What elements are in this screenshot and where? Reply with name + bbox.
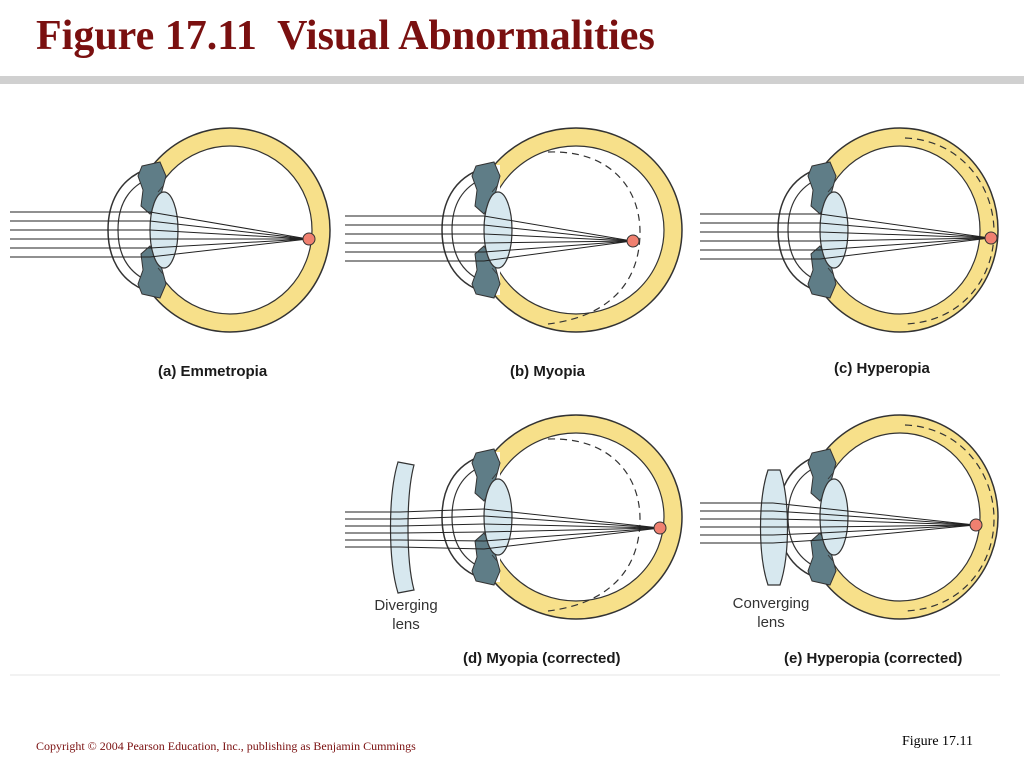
- light-rays: [700, 213, 991, 260]
- diverging-lens-label-line2: lens: [392, 616, 420, 633]
- figure-number-label: Figure 17.11: [902, 734, 974, 749]
- panel-b-myopia: (b) Myopia: [345, 127, 683, 380]
- panel-d-myopia-corrected: Diverging lens (d) Myopia (corrected): [345, 414, 683, 667]
- title-divider: [0, 76, 1024, 84]
- light-rays: [10, 211, 309, 258]
- slide-title: Figure 17.11 Visual Abnormalities: [36, 13, 655, 59]
- visual-abnormalities-figure: (a) Emmetropia (b) Myopia: [10, 127, 1000, 676]
- converging-lens-label-line2: lens: [757, 614, 785, 631]
- panel-e-caption: (e) Hyperopia (corrected): [784, 650, 962, 667]
- diverging-lens: [389, 461, 415, 594]
- panel-a-caption: (a) Emmetropia: [158, 363, 268, 380]
- panel-a-emmetropia: (a) Emmetropia: [10, 127, 331, 380]
- focal-point-marker: [626, 234, 640, 248]
- light-rays: [345, 508, 661, 550]
- light-rays: [345, 215, 633, 262]
- diverging-lens-label-line1: Diverging: [374, 597, 437, 614]
- copyright-notice: Copyright © 2004 Pearson Education, Inc.…: [36, 739, 416, 753]
- focal-point-marker: [653, 521, 667, 535]
- focal-point-marker: [984, 231, 998, 245]
- focal-point-marker: [969, 518, 983, 532]
- light-rays: [700, 502, 976, 544]
- panel-e-hyperopia-corrected: Converging lens (e) Hyperopia (corrected…: [700, 414, 999, 667]
- panel-d-caption: (d) Myopia (corrected): [463, 650, 621, 667]
- panel-c-hyperopia: (c) Hyperopia: [700, 127, 999, 377]
- converging-lens-label-line1: Converging: [733, 595, 810, 612]
- panel-c-caption: (c) Hyperopia: [834, 360, 931, 377]
- panel-b-caption: (b) Myopia: [510, 363, 586, 380]
- normal-retina-outline: [547, 151, 641, 325]
- focal-point-marker: [302, 232, 316, 246]
- normal-retina-outline: [547, 438, 641, 612]
